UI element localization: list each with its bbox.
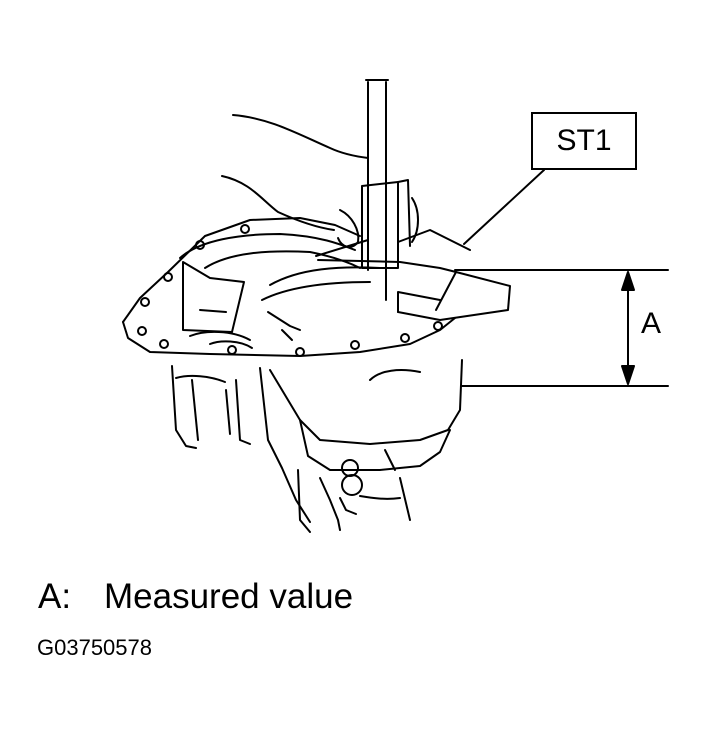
housing-body [171,359,463,533]
dimension-label-a: A [641,307,662,340]
legend: A: Measured value [38,574,353,620]
hand-outline [221,114,369,248]
housing-flange [122,217,456,357]
legend-text: Measured value [104,577,354,616]
callout-leader [463,169,545,245]
housing-cavity [182,261,371,349]
callout-st1: ST1 [531,112,637,170]
legend-key: A: [38,577,72,616]
figure-id: G03750578 [37,635,152,660]
measuring-tool [315,79,511,321]
dimension-arrow [454,269,669,387]
